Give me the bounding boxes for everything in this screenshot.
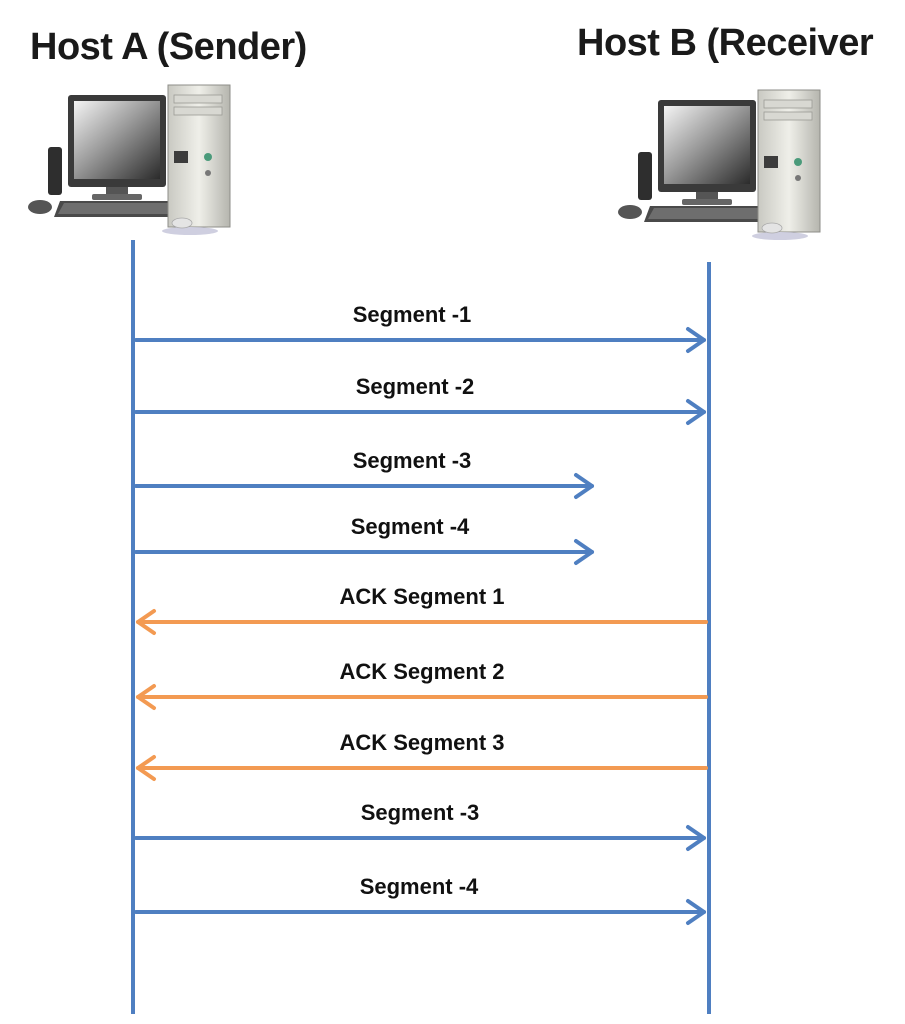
ack-message-5: ACK Segment 1 bbox=[136, 584, 708, 635]
arrowhead-icon bbox=[136, 609, 156, 635]
message-label: Segment -3 bbox=[353, 448, 472, 473]
message-label: Segment -1 bbox=[353, 302, 472, 327]
message-label: Segment -4 bbox=[360, 874, 479, 899]
host-b-title: Host B (Receiver bbox=[577, 22, 874, 64]
message-label: Segment -3 bbox=[361, 800, 480, 825]
host-a-computer-icon bbox=[27, 84, 231, 236]
host-a-title: Host A (Sender) bbox=[30, 26, 307, 68]
arrowhead-icon bbox=[686, 327, 706, 353]
segment-message-9: Segment -4 bbox=[134, 874, 706, 925]
arrowhead-icon bbox=[136, 684, 156, 710]
message-label: ACK Segment 2 bbox=[339, 659, 504, 684]
arrowhead-icon bbox=[574, 539, 594, 565]
arrowhead-icon bbox=[686, 825, 706, 851]
segment-message-3: Segment -3 bbox=[134, 448, 594, 499]
host-b-computer-icon bbox=[617, 89, 821, 241]
ack-message-7: ACK Segment 3 bbox=[136, 730, 708, 781]
message-label: Segment -2 bbox=[356, 374, 475, 399]
arrowhead-icon bbox=[136, 755, 156, 781]
message-label: Segment -4 bbox=[351, 514, 470, 539]
arrowhead-icon bbox=[686, 399, 706, 425]
ack-message-6: ACK Segment 2 bbox=[136, 659, 708, 710]
segment-message-1: Segment -1 bbox=[134, 302, 706, 353]
segment-message-2: Segment -2 bbox=[134, 374, 706, 425]
segment-message-4: Segment -4 bbox=[134, 514, 594, 565]
segment-message-8: Segment -3 bbox=[134, 800, 706, 851]
message-label: ACK Segment 3 bbox=[339, 730, 504, 755]
arrowhead-icon bbox=[686, 899, 706, 925]
arrowhead-icon bbox=[574, 473, 594, 499]
message-label: ACK Segment 1 bbox=[339, 584, 504, 609]
